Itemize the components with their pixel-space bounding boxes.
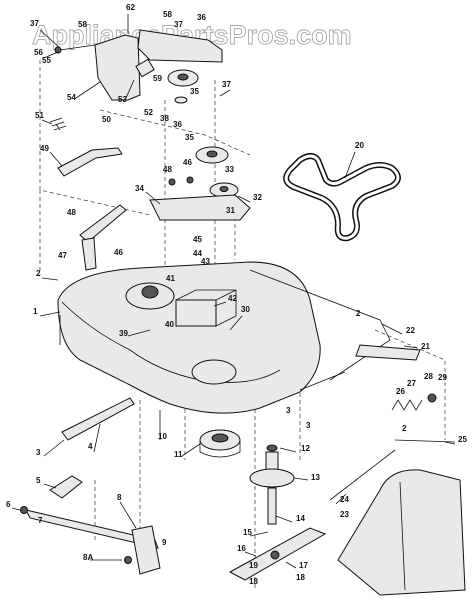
callout-label-51: 51 — [35, 111, 44, 120]
callout-label-35: 35 — [190, 87, 199, 96]
blade-spindle-13 — [249, 444, 295, 525]
deck-side-extension — [249, 269, 421, 391]
callout-label-39: 39 — [119, 329, 128, 338]
mower-blade-16 — [228, 527, 327, 581]
callout-label-52: 52 — [144, 108, 153, 117]
callout-label-13: 13 — [311, 473, 320, 482]
callout-label-3: 3 — [36, 448, 41, 457]
callout-label-23: 23 — [340, 510, 349, 519]
spindle-pulley-11 — [199, 429, 241, 458]
callout-label-37: 37 — [30, 19, 39, 28]
callout-label-37: 37 — [222, 80, 231, 89]
callout-label-8A: 8A — [83, 553, 93, 562]
callout-label-46: 46 — [114, 248, 123, 257]
callout-label-1: 1 — [33, 307, 38, 316]
callout-label-9: 9 — [162, 538, 167, 547]
callout-label-40: 40 — [165, 320, 174, 329]
callout-label-36: 36 — [197, 13, 206, 22]
callout-label-22: 22 — [406, 326, 415, 335]
discharge-chute-22 — [337, 469, 466, 596]
callout-label-36: 36 — [173, 120, 182, 129]
callout-label-16: 16 — [237, 544, 246, 553]
drive-belt-20 — [283, 153, 401, 242]
callout-label-29: 29 — [438, 373, 447, 382]
callout-label-17: 17 — [299, 561, 308, 570]
callout-label-26: 26 — [396, 387, 405, 396]
callout-label-27: 27 — [407, 379, 416, 388]
callout-label-20: 20 — [355, 141, 364, 150]
callout-label-10: 10 — [158, 432, 167, 441]
idler-bracket-assembly — [49, 29, 223, 131]
callout-label-62: 62 — [126, 3, 135, 12]
callout-label-50: 50 — [102, 115, 111, 124]
chute-hinge-rod-25 — [329, 439, 456, 501]
callout-label-30: 30 — [241, 305, 250, 314]
callout-label-15: 15 — [243, 528, 252, 537]
callout-label-34: 34 — [135, 184, 144, 193]
idler-pulley-35-lower — [195, 146, 229, 164]
callout-label-49: 49 — [40, 144, 49, 153]
callout-label-33: 33 — [225, 165, 234, 174]
callout-label-43: 43 — [201, 257, 210, 266]
callout-label-35: 35 — [185, 133, 194, 142]
callout-label-53: 53 — [118, 95, 127, 104]
callout-label-8: 8 — [117, 493, 122, 502]
callout-label-2: 2 — [36, 269, 41, 278]
mower-deck-housing-1 — [57, 261, 321, 414]
callout-label-14: 14 — [296, 514, 305, 523]
callout-label-46: 46 — [183, 158, 192, 167]
callout-label-55: 55 — [42, 56, 51, 65]
callout-label-12: 12 — [301, 444, 310, 453]
callout-label-6: 6 — [6, 500, 11, 509]
callout-label-56: 56 — [34, 48, 43, 57]
callout-label-48: 48 — [67, 208, 76, 217]
callout-label-42: 42 — [228, 294, 237, 303]
callout-label-37: 37 — [174, 20, 183, 29]
callout-label-18: 18 — [249, 577, 258, 586]
callout-label-4: 4 — [88, 442, 93, 451]
callout-label-3: 3 — [306, 421, 311, 430]
callout-leader-lines — [11, 14, 456, 569]
callout-label-32: 32 — [253, 193, 262, 202]
callout-label-2: 2 — [356, 309, 361, 318]
callout-label-25: 25 — [458, 435, 467, 444]
callout-label-19: 19 — [249, 561, 258, 570]
idler-arm-49 — [57, 147, 123, 177]
callout-label-11: 11 — [174, 450, 183, 459]
lift-arm-48 — [79, 204, 127, 271]
idler-pulley-35-upper — [167, 69, 199, 104]
callout-label-48: 48 — [163, 165, 172, 174]
callout-label-3: 3 — [286, 406, 291, 415]
callout-label-2: 2 — [402, 424, 407, 433]
belt-guide-bracket — [149, 176, 251, 221]
stabilizer-bracket-5 — [49, 475, 83, 499]
callout-label-7: 7 — [38, 516, 43, 525]
callout-label-38: 38 — [160, 114, 169, 123]
callout-label-41: 41 — [166, 274, 175, 283]
watermark: AppliancePartsPros.com — [32, 20, 352, 50]
callout-label-21: 21 — [421, 342, 430, 351]
callout-label-44: 44 — [193, 249, 202, 258]
callout-label-59: 59 — [153, 74, 162, 83]
deck-link-4 — [61, 397, 135, 441]
callout-label-18: 18 — [296, 573, 305, 582]
callout-label-58: 58 — [163, 10, 172, 19]
chute-spring-27 — [391, 393, 437, 411]
front-link-7 — [20, 506, 159, 549]
callout-label-5: 5 — [36, 476, 41, 485]
callout-label-31: 31 — [226, 206, 235, 215]
callout-label-28: 28 — [424, 372, 433, 381]
callout-label-54: 54 — [67, 93, 76, 102]
callout-label-24: 24 — [340, 495, 349, 504]
callout-label-45: 45 — [193, 235, 202, 244]
callout-label-47: 47 — [58, 251, 67, 260]
hanger-bracket-9 — [124, 525, 161, 575]
callout-label-58: 58 — [78, 20, 87, 29]
